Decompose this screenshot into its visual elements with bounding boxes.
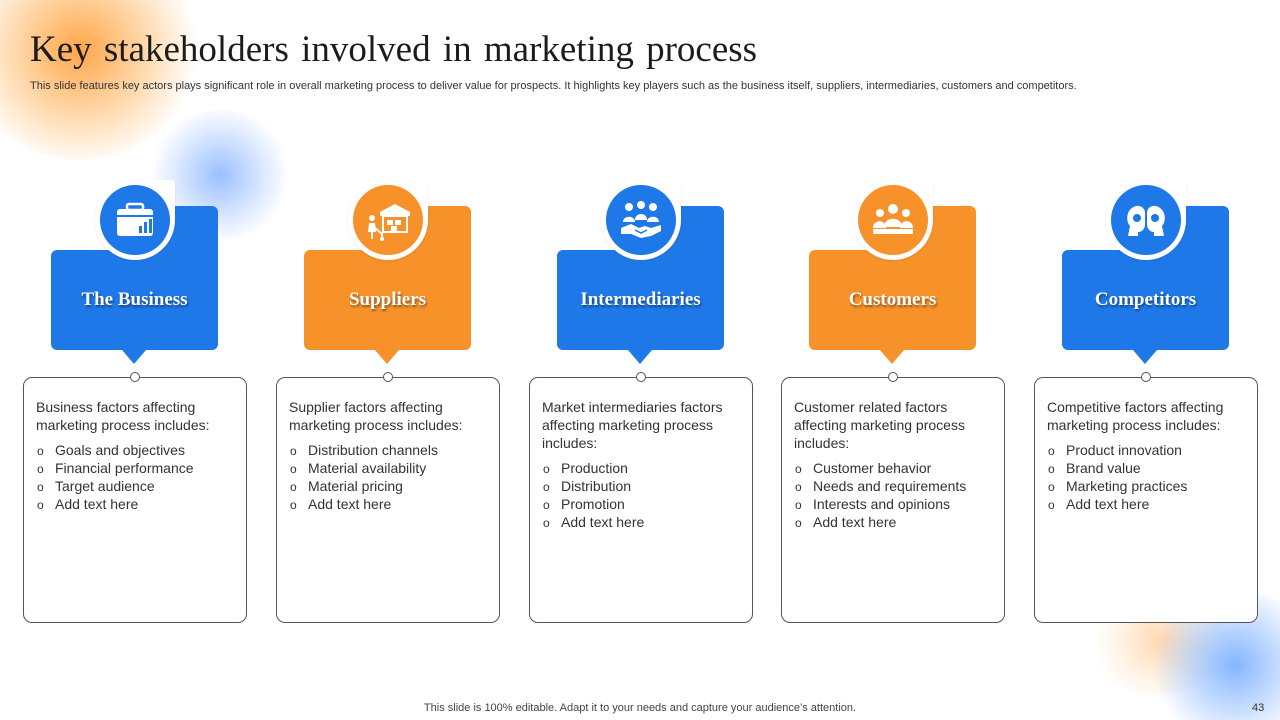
icon-ring	[1106, 180, 1186, 260]
connector-dot	[1141, 372, 1151, 382]
briefcase-chart-icon	[100, 185, 170, 255]
card-intro: Business factors affecting marketing pro…	[36, 399, 210, 433]
list-item: Product innovation	[1047, 441, 1245, 460]
card-intro: Competitive factors affecting marketing …	[1047, 399, 1224, 433]
list-item: Financial performance	[36, 459, 234, 478]
factor-list: Product innovation Brand value Marketing…	[1047, 441, 1245, 514]
slide-subtitle: This slide features key actors plays sig…	[30, 80, 1077, 92]
handshake-group-icon	[606, 185, 676, 255]
stakeholder-customers: Customers Customer related factors affec…	[781, 180, 1005, 625]
stakeholder-label: Intermediaries	[580, 289, 701, 310]
list-item: Promotion	[542, 495, 740, 514]
list-item: Distribution	[542, 477, 740, 496]
connector-dot	[636, 372, 646, 382]
stakeholder-header: Intermediaries	[557, 250, 724, 364]
page-number: 43	[1252, 702, 1265, 714]
stakeholder-suppliers: Suppliers Supplier factors affecting mar…	[276, 180, 500, 625]
header-pointer	[628, 350, 652, 364]
header-pointer	[880, 350, 904, 364]
stakeholder-the-business: The Business Business factors affecting …	[23, 180, 247, 625]
stakeholder-label: Competitors	[1094, 289, 1197, 310]
slide-title: Key stakeholders involved in marketing p…	[30, 29, 758, 70]
competitor-heads-icon	[1111, 185, 1181, 255]
list-item: Target audience	[36, 477, 234, 496]
warehouse-delivery-icon	[353, 185, 423, 255]
list-item: Goals and objectives	[36, 441, 234, 460]
card-intro: Supplier factors affecting marketing pro…	[289, 399, 463, 433]
list-item: Production	[542, 459, 740, 478]
header-pointer	[375, 350, 399, 364]
icon-ring	[601, 180, 681, 260]
stakeholder-card: Business factors affecting marketing pro…	[23, 377, 247, 623]
list-item: Material pricing	[289, 477, 487, 496]
slide-footer: This slide is 100% editable. Adapt it to…	[423, 702, 857, 714]
list-item: Needs and requirements	[794, 477, 992, 496]
stakeholder-header: The Business	[51, 250, 218, 364]
list-item: Add text here	[36, 495, 234, 514]
connector-dot	[130, 372, 140, 382]
connector-dot	[888, 372, 898, 382]
stakeholder-card: Customer related factors affecting marke…	[781, 377, 1005, 623]
stakeholder-label: Customers	[848, 289, 937, 310]
list-item: Add text here	[1047, 495, 1245, 514]
list-item: Customer behavior	[794, 459, 992, 478]
customer-group-icon	[858, 185, 928, 255]
icon-ring	[95, 180, 175, 260]
stakeholder-card: Supplier factors affecting marketing pro…	[276, 377, 500, 623]
stakeholder-intermediaries: Intermediaries Market intermediaries fac…	[529, 180, 753, 625]
stakeholder-header: Suppliers	[304, 250, 471, 364]
stakeholder-label: Suppliers	[348, 289, 427, 310]
stakeholder-header: Competitors	[1062, 250, 1229, 364]
stakeholder-header: Customers	[809, 250, 976, 364]
list-item: Marketing practices	[1047, 477, 1245, 496]
card-intro: Customer related factors affecting marke…	[794, 399, 965, 451]
factor-list: Distribution channels Material availabil…	[289, 441, 487, 514]
icon-ring	[348, 180, 428, 260]
factor-list: Production Distribution Promotion Add te…	[542, 459, 740, 532]
card-intro: Market intermediaries factors affecting …	[542, 399, 723, 451]
stakeholder-label: The Business	[81, 289, 188, 310]
stakeholder-card: Market intermediaries factors affecting …	[529, 377, 753, 623]
header-pointer	[122, 350, 146, 364]
stakeholder-competitors: Competitors Competitive factors affectin…	[1034, 180, 1258, 625]
list-item: Add text here	[542, 513, 740, 532]
list-item: Material availability	[289, 459, 487, 478]
list-item: Brand value	[1047, 459, 1245, 478]
header-pointer	[1133, 350, 1157, 364]
icon-ring	[853, 180, 933, 260]
list-item: Interests and opinions	[794, 495, 992, 514]
connector-dot	[383, 372, 393, 382]
list-item: Add text here	[794, 513, 992, 532]
list-item: Distribution channels	[289, 441, 487, 460]
factor-list: Goals and objectives Financial performan…	[36, 441, 234, 514]
list-item: Add text here	[289, 495, 487, 514]
factor-list: Customer behavior Needs and requirements…	[794, 459, 992, 532]
stakeholder-card: Competitive factors affecting marketing …	[1034, 377, 1258, 623]
